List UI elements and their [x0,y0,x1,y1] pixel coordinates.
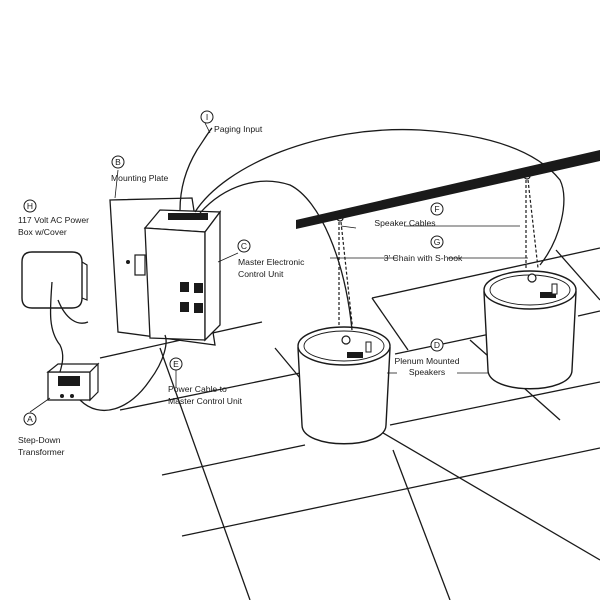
control-jack-1-icon [180,282,189,292]
svg-text:I: I [206,112,208,122]
callout-h: H [23,199,37,213]
ceiling-grid [99,247,600,600]
svg-text:B: B [115,157,121,167]
svg-text:D: D [434,340,440,350]
power-cable-to-control [79,334,167,411]
label-speakers-line2: Speakers [409,367,445,377]
svg-text:A: A [27,414,33,424]
speaker-cable-left [199,180,353,331]
overhead-support-bar [296,150,600,229]
chain-right [525,179,539,269]
svg-text:F: F [434,204,439,214]
speaker-left [297,326,391,445]
master-control-unit [134,209,222,342]
label-speaker-cables: Speaker Cables [374,218,435,228]
speaker-cable-right [194,128,565,266]
speaker-left-mount-icon [341,335,351,345]
label-speakers-line1: Plenum Mounted [395,356,460,366]
label-power-cable-line1: Power Cable to [168,384,227,394]
chain-left [338,221,354,333]
svg-text:H: H [27,201,33,211]
step-down-transformer [46,362,100,402]
s-hook-right-icon [523,172,531,180]
label-mounting-plate: Mounting Plate [111,173,169,183]
callout-c: C [237,239,251,253]
leader-lines [29,122,528,413]
control-jack-3-icon [180,302,189,312]
callout-f: F [430,202,444,216]
callout-d: D [430,338,444,352]
label-control-unit-line1: Master Electronic [238,257,305,267]
label-power-box-line2: Box w/Cover [18,227,67,237]
label-power-box-line1: 117 Volt AC Power [18,215,89,225]
label-transformer-line1: Step-Down [18,435,61,445]
callout-i: I [200,110,214,124]
label-power-cable-line2: Master Control Unit [168,396,243,406]
callout-b: B [111,155,125,169]
speaker-right-mount-icon [527,273,537,283]
power-box [21,251,88,309]
svg-text:C: C [241,241,247,251]
label-transformer-line2: Transformer [18,447,65,457]
cables [49,127,565,411]
speaker-right [483,270,577,390]
control-jack-2-icon [194,283,203,293]
control-jack-4-icon [194,303,203,313]
callout-e: E [169,357,183,371]
label-paging-input: Paging Input [214,124,263,134]
svg-text:E: E [173,359,179,369]
callout-g: G [430,235,444,249]
label-chain: 3' Chain with S-hook [384,253,463,263]
power-box-cable [49,281,64,373]
svg-text:G: G [434,237,441,247]
s-hook-left-icon [336,214,344,222]
label-control-unit-line2: Control Unit [238,269,284,279]
callout-a: A [23,412,37,426]
